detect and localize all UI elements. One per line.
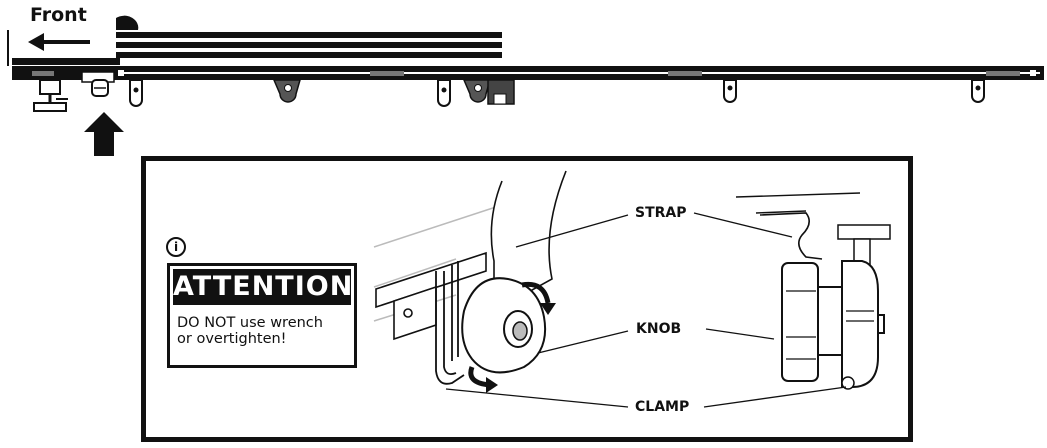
instruction-panel: i ATTENTION DO NOT use wrench or overtig… (141, 156, 913, 442)
left-clamp-assembly (33, 79, 68, 112)
attention-line-2: or overtighten! (177, 331, 287, 347)
knob-drawing (461, 277, 546, 374)
knob-position (81, 71, 115, 97)
strap-label: STRAP (635, 205, 687, 221)
rail-diagram (7, 15, 1044, 156)
attention-title: ATTENTION (173, 269, 352, 305)
attention-box: ATTENTION DO NOT use wrench or overtight… (167, 263, 357, 368)
knob-label: KNOB (636, 321, 682, 337)
clamp-label: CLAMP (635, 399, 690, 415)
info-icon: i (166, 237, 186, 257)
arrow-left-icon (28, 33, 90, 51)
attention-message: DO NOT use wrench or overtighten! (177, 315, 357, 347)
attention-line-1: DO NOT use wrench (177, 315, 323, 331)
arrow-up-icon (84, 112, 124, 156)
front-label: Front (30, 4, 87, 26)
clamp-illustration (373, 170, 891, 408)
